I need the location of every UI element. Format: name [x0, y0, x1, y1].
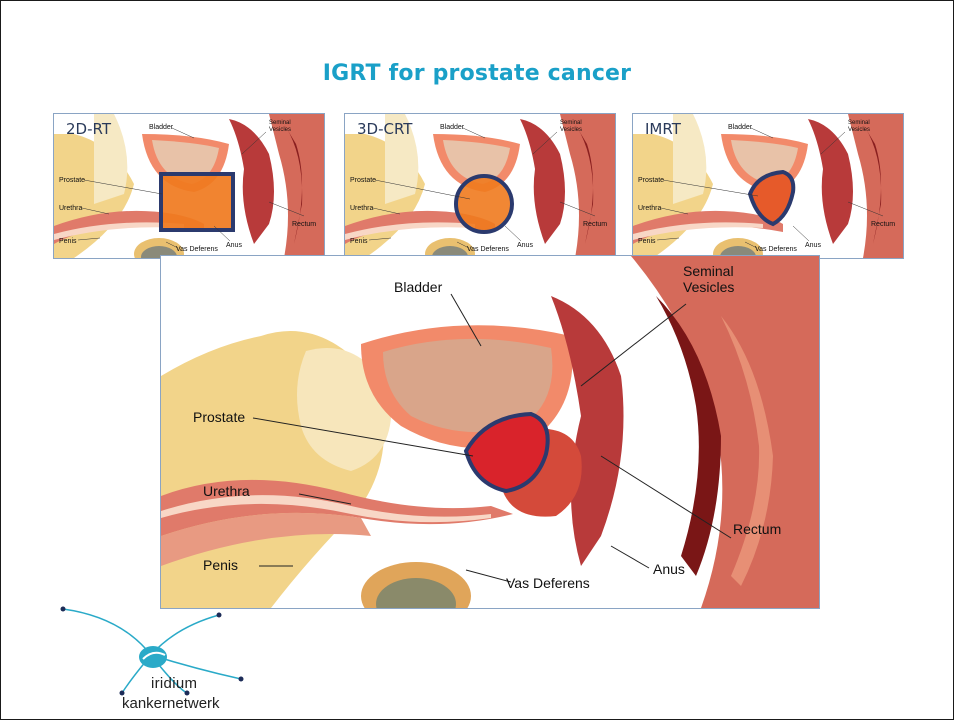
thumbnail-tag: IMRT — [645, 120, 681, 138]
label-penis: Penis — [203, 557, 238, 573]
label-prostate: Prostate — [193, 409, 245, 425]
label-urethra: Urethra — [350, 205, 373, 212]
label-urethra: Urethra — [59, 205, 82, 212]
label-seminal: Seminal — [269, 120, 291, 126]
label-bladder: Bladder — [394, 279, 443, 295]
thumbnail-tag: 3D-CRT — [357, 120, 412, 138]
label-urethra: Urethra — [638, 205, 661, 212]
thumbnail-2d-rt: Bladder Seminal Vesicles Prostate Urethr… — [53, 113, 325, 259]
label-penis: Penis — [638, 238, 656, 245]
label-vesicles: Vesicles — [683, 279, 734, 295]
label-prostate: Prostate — [350, 177, 376, 184]
treatment-field-square — [161, 174, 233, 230]
label-rectum: Rectum — [292, 221, 316, 228]
label-seminal: Seminal — [683, 263, 734, 279]
thumbnail-tag: 2D-RT — [66, 120, 111, 138]
logo-name: iridium — [151, 675, 197, 692]
label-bladder: Bladder — [149, 124, 174, 131]
label-vas-deferens: Vas Deferens — [176, 246, 218, 253]
label-prostate: Prostate — [638, 177, 664, 184]
label-penis: Penis — [59, 238, 77, 245]
anatomy-illustration-main: Bladder Seminal Vesicles Prostate Urethr… — [161, 256, 819, 608]
label-anus: Anus — [226, 242, 242, 249]
label-seminal: Seminal — [848, 120, 870, 126]
label-anus: Anus — [653, 561, 685, 577]
label-seminal: Seminal — [560, 120, 582, 126]
thumbnail-imrt: Bladder Seminal Vesicles Prostate Urethr… — [632, 113, 904, 259]
label-vesicles: Vesicles — [560, 127, 582, 133]
thumbnail-3d-crt: Bladder Seminal Vesicles Prostate Urethr… — [344, 113, 616, 259]
label-vas-deferens: Vas Deferens — [506, 575, 590, 591]
label-prostate: Prostate — [59, 177, 85, 184]
logo-mark-icon — [139, 646, 167, 668]
label-vas-deferens: Vas Deferens — [755, 246, 797, 253]
label-anus: Anus — [805, 242, 821, 249]
logo-subtitle: kankernetwerk — [122, 695, 220, 712]
label-bladder: Bladder — [728, 124, 753, 131]
slide-title: IGRT for prostate cancer — [1, 61, 953, 86]
label-bladder: Bladder — [440, 124, 465, 131]
main-anatomy-figure: Bladder Seminal Vesicles Prostate Urethr… — [160, 255, 820, 609]
label-urethra: Urethra — [203, 483, 250, 499]
label-penis: Penis — [350, 238, 368, 245]
label-vesicles: Vesicles — [848, 127, 870, 133]
label-rectum: Rectum — [871, 221, 895, 228]
label-vesicles: Vesicles — [269, 127, 291, 133]
label-rectum: Rectum — [583, 221, 607, 228]
label-vas-deferens: Vas Deferens — [467, 246, 509, 253]
label-rectum: Rectum — [733, 521, 781, 537]
label-anus: Anus — [517, 242, 533, 249]
